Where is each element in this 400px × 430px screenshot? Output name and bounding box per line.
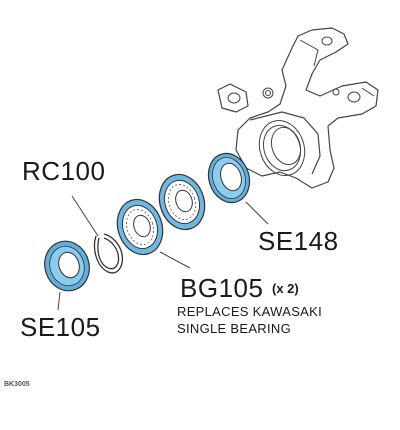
leader-lines: [57, 195, 269, 311]
leader-se148: [245, 201, 269, 225]
leader-bg105: [159, 251, 191, 269]
knuckle-housing: [217, 27, 379, 189]
label-se105: SE105: [20, 312, 101, 342]
label-rc100: RC100: [22, 156, 106, 186]
label-bg105: BG105: [180, 273, 264, 303]
seal-se148: [207, 152, 251, 204]
housing-details: [227, 36, 375, 176]
leader-se105: [57, 291, 61, 311]
leader-rc100: [71, 195, 99, 237]
bearing-bg105-a: [158, 173, 206, 231]
label-bg105-note-line2: SINGLE BEARING: [177, 321, 292, 336]
footer-kit-code: BK3005: [4, 381, 30, 388]
label-bg105-note-line1: REPLACES KAWASAKI: [177, 304, 323, 319]
seal-se105: [44, 240, 90, 292]
circlip-rc100: [93, 233, 124, 274]
label-se148: SE148: [258, 226, 339, 256]
bearing-bg105-b: [116, 198, 164, 256]
label-bg105-qty: (x 2): [272, 281, 299, 296]
